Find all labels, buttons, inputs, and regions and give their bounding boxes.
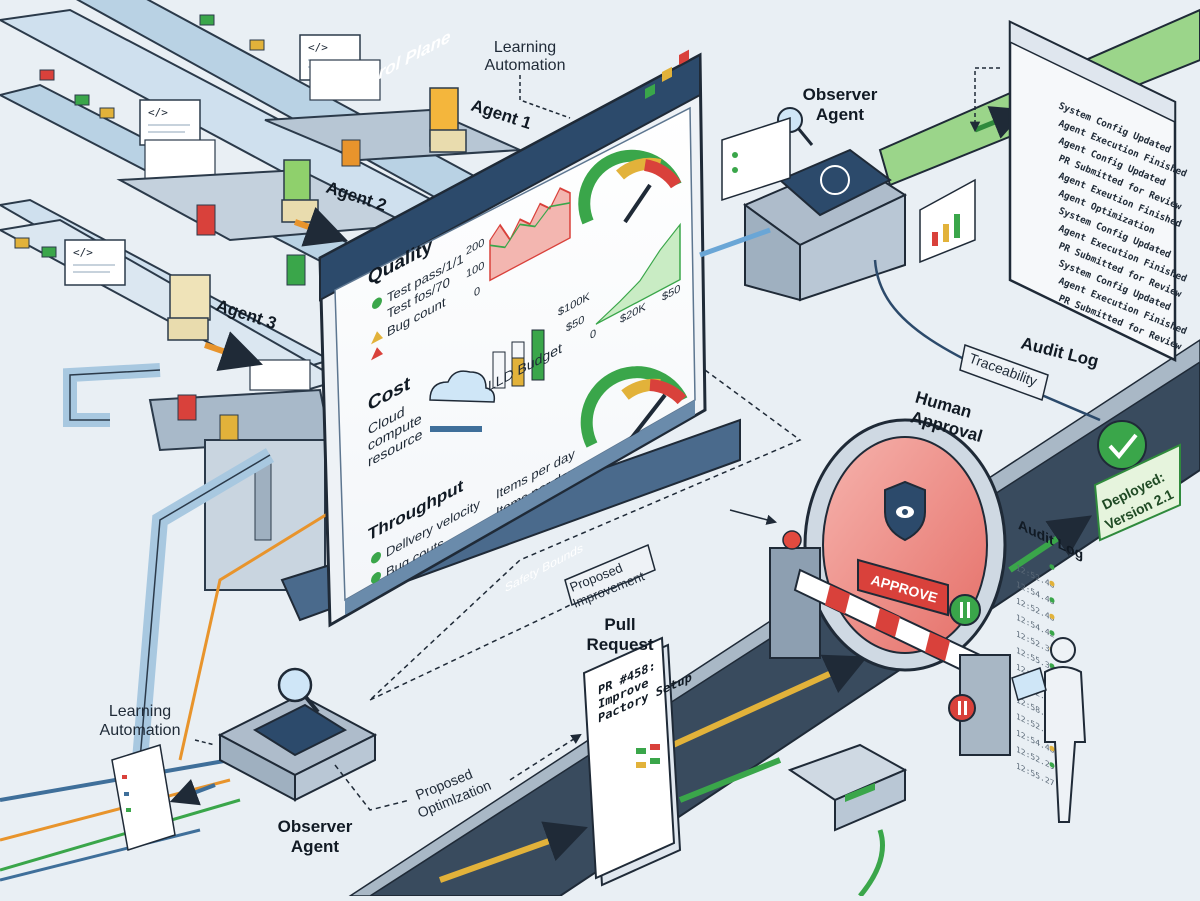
observer-bottom-label-1: Observer bbox=[278, 817, 353, 836]
dashed-flows bbox=[194, 75, 802, 811]
cloud-icon bbox=[429, 370, 496, 432]
observer-agent-bottom-icon bbox=[217, 667, 378, 802]
feed-arrow bbox=[699, 227, 771, 258]
human-reviewer-icon bbox=[1011, 637, 1087, 823]
left-pipes bbox=[0, 363, 351, 882]
cost-gauge bbox=[580, 366, 688, 448]
audit-log-status-dot bbox=[1049, 580, 1055, 587]
flow-arrows-left bbox=[204, 206, 348, 372]
learning-automation-left-1: Learning bbox=[109, 703, 171, 720]
pull-request-document bbox=[582, 636, 682, 887]
audit-log-bottom-label: Audit Log bbox=[1019, 333, 1101, 371]
audit-log-status-dot bbox=[1049, 630, 1055, 636]
learning-automation-top-1: Learning bbox=[494, 39, 556, 56]
bar-chart-card-icon bbox=[919, 178, 976, 264]
audit-log-status-dot bbox=[1049, 745, 1055, 752]
scanner-device-icon bbox=[787, 743, 908, 898]
pull-request-label-1: Pull bbox=[604, 615, 635, 634]
report-document-icon bbox=[111, 744, 216, 851]
quality-axis-0: 0 bbox=[474, 284, 481, 300]
checklist-card-icon bbox=[721, 116, 791, 202]
deployed-badge bbox=[1093, 443, 1181, 542]
audit-log-connector bbox=[969, 67, 1000, 133]
pull-request-label-2: Request bbox=[586, 635, 653, 654]
deployed-check-icon bbox=[1097, 420, 1147, 470]
barrier-arm bbox=[769, 530, 1011, 756]
observer-bottom-label-2: Agent bbox=[291, 837, 340, 856]
observer-top-label-2: Agent bbox=[816, 105, 865, 124]
code-tag-3: </> bbox=[73, 246, 93, 259]
traceability-line bbox=[873, 259, 1101, 422]
audit-log-status-dot bbox=[1049, 663, 1055, 669]
observer-top-label-1: Observer bbox=[803, 85, 878, 104]
observer-agent-top-icon bbox=[742, 107, 908, 302]
audit-log-status-dot bbox=[1049, 564, 1055, 570]
approval-input-arrow bbox=[729, 509, 778, 525]
audit-log-status-dot bbox=[1049, 762, 1055, 768]
audit-log-status-dot bbox=[1049, 613, 1055, 620]
safety-bounds-bar bbox=[345, 400, 695, 615]
learning-automation-top-2: Automation bbox=[485, 57, 566, 74]
learning-automation-left-2: Automation bbox=[100, 722, 181, 739]
budget-bars bbox=[492, 329, 545, 389]
cost-axis-0: 0 bbox=[590, 326, 597, 342]
agent-1-box-icon bbox=[429, 87, 467, 153]
code-tag-2: </> bbox=[148, 106, 168, 119]
audit-log-panel bbox=[1008, 20, 1177, 362]
code-tag-1: </> bbox=[308, 41, 328, 54]
audit-log-status-dot bbox=[1049, 597, 1055, 603]
agent-3-box-icon bbox=[167, 274, 211, 341]
status-pillars bbox=[177, 139, 361, 441]
code-document-icons: </> </> </> bbox=[64, 34, 381, 391]
quality-gauge bbox=[578, 149, 682, 225]
